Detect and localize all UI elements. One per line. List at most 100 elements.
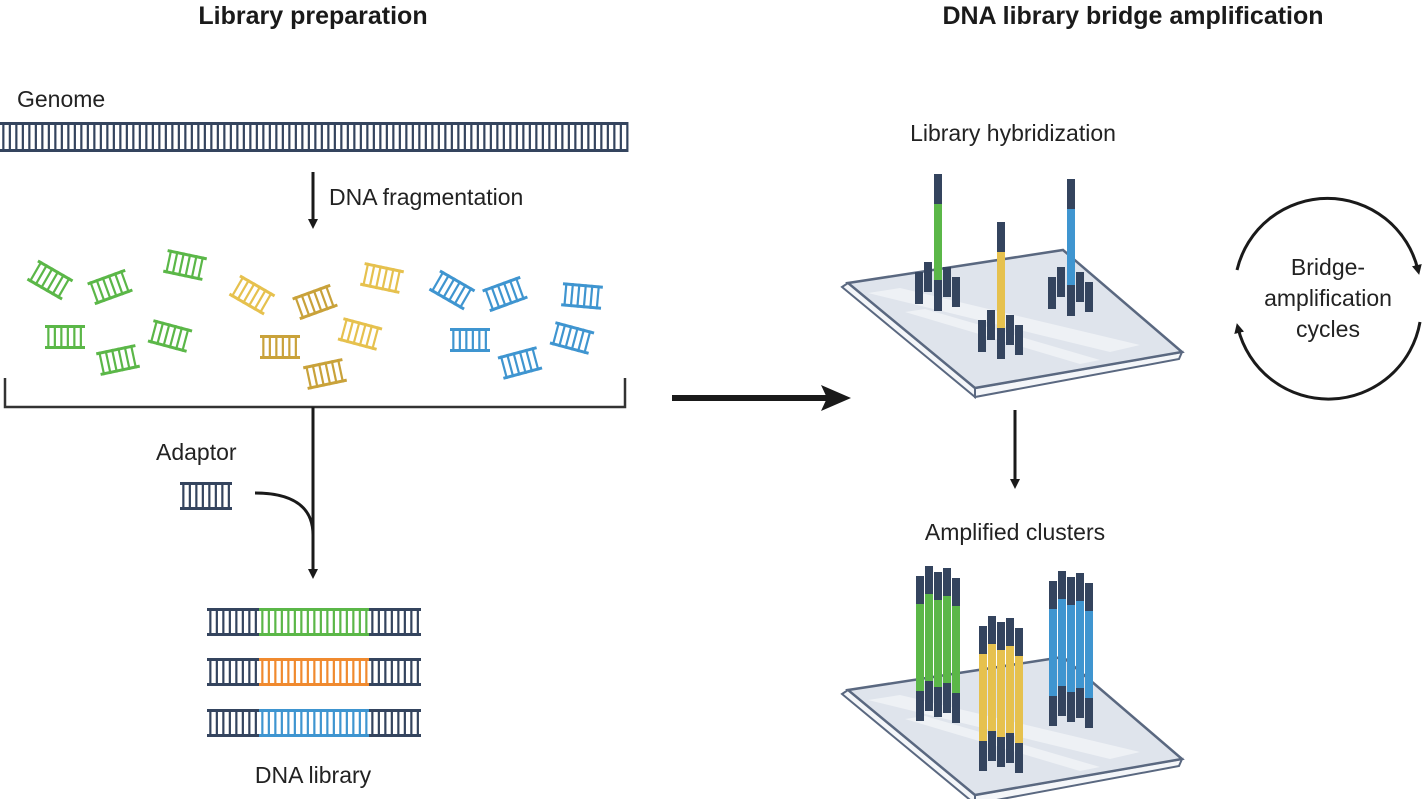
strand-segment (979, 741, 987, 771)
dna-fragment (428, 269, 476, 311)
dna-fragment (292, 283, 338, 321)
adaptor-left (207, 709, 259, 737)
strand-segment (916, 691, 924, 721)
strand-segment (943, 683, 951, 713)
dna-fragment (260, 335, 300, 359)
insert (259, 709, 369, 737)
strand-segment (943, 267, 951, 297)
strand-segment (1076, 601, 1084, 688)
strand-segment (1006, 733, 1014, 763)
strand-segment (1057, 267, 1065, 297)
strand-segment (916, 576, 924, 604)
dna-fragment (228, 274, 276, 316)
strand-segment (1085, 282, 1093, 312)
strand-segment (925, 566, 933, 594)
dna-fragment (450, 328, 490, 352)
library-fragment (207, 608, 421, 636)
strand-segment (979, 626, 987, 654)
strand-segment (997, 737, 1005, 767)
dna-fragment (549, 321, 595, 355)
strand-segment (1076, 272, 1084, 302)
cycle-arrow-bottom (1234, 321, 1422, 401)
cycle-label-line1: Bridge- (1291, 254, 1365, 280)
dna-fragment (162, 249, 208, 281)
cycle-label-line2: amplification (1264, 285, 1392, 311)
strand-segment (988, 731, 996, 761)
right-section-title: DNA library bridge amplification (942, 2, 1323, 30)
strand-segment (1067, 605, 1075, 692)
strand-segment (979, 654, 987, 741)
strand-segment (1067, 692, 1075, 722)
dna-fragment (497, 346, 543, 380)
strand-segment (934, 280, 942, 311)
left-section-title: Library preparation (198, 2, 427, 30)
strand-segment (997, 328, 1005, 359)
dna-fragment (95, 344, 141, 376)
strand-segment (943, 568, 951, 596)
genome-strand (0, 122, 629, 152)
strand-segment (1006, 315, 1014, 345)
strand-segment (934, 600, 942, 687)
blue-library-strand (1048, 179, 1093, 316)
cycle-arrow-top (1235, 197, 1422, 275)
insert (259, 658, 369, 686)
adaptor-left (207, 658, 259, 686)
genome-label: Genome (17, 86, 105, 112)
dna-fragment (359, 262, 405, 294)
strand-segment (1058, 599, 1066, 686)
strand-segment (916, 604, 924, 691)
flow-cell-hybridization (840, 174, 1185, 400)
strand-segment (1015, 743, 1023, 773)
strand-segment (1015, 656, 1023, 743)
adaptor-strand (180, 482, 232, 510)
strand-segment (978, 320, 986, 352)
strand-segment (1006, 618, 1014, 646)
adaptor-right (369, 709, 421, 737)
green-cluster (916, 566, 960, 723)
strand-segment (1015, 628, 1023, 656)
dna-fragment (26, 259, 74, 301)
strand-segment (1015, 325, 1023, 355)
strand-segment (934, 572, 942, 600)
dna-fragment (302, 358, 348, 390)
adaptor-join-curve (254, 491, 315, 536)
strand-segment (1067, 577, 1075, 605)
amplified-clusters-label: Amplified clusters (925, 519, 1105, 545)
dna-fragment (482, 275, 528, 313)
blue-cluster (1049, 571, 1093, 728)
dna-library-label: DNA library (255, 762, 372, 788)
fragmentation-label: DNA fragmentation (329, 184, 523, 210)
dna-fragment (87, 268, 133, 306)
strand-segment (1049, 581, 1057, 609)
yellow-cluster (979, 616, 1023, 773)
flow-cell-clusters (840, 566, 1185, 799)
strand-segment (952, 693, 960, 723)
dna-fragment (337, 317, 383, 351)
strand-segment (997, 650, 1005, 737)
adaptor-left (207, 608, 259, 636)
strand-segment (952, 606, 960, 693)
strand-segment (1049, 696, 1057, 726)
genome-dna-ladder (0, 122, 629, 152)
strand-segment (1058, 686, 1066, 716)
dna-fragments (26, 249, 603, 390)
strand-segment (934, 174, 942, 204)
strand-segment (924, 262, 932, 292)
strand-segment (943, 596, 951, 683)
hybridization-label: Library hybridization (910, 120, 1116, 146)
strand-segment (1048, 277, 1056, 309)
fragments-bracket (3, 378, 627, 409)
bridge-amplification-cycle: Bridge- amplification cycles (1234, 197, 1422, 401)
dna-library (207, 608, 421, 737)
cycle-label-line3: cycles (1296, 316, 1360, 342)
adaptor-ladder (180, 482, 232, 510)
strand-segment (1076, 688, 1084, 718)
strand-segment (997, 252, 1005, 328)
dna-fragment (561, 282, 603, 310)
green-library-strand (915, 174, 960, 311)
strand-segment (1067, 285, 1075, 316)
strand-segment (952, 578, 960, 606)
strand-segment (934, 687, 942, 717)
adaptor-right (369, 658, 421, 686)
